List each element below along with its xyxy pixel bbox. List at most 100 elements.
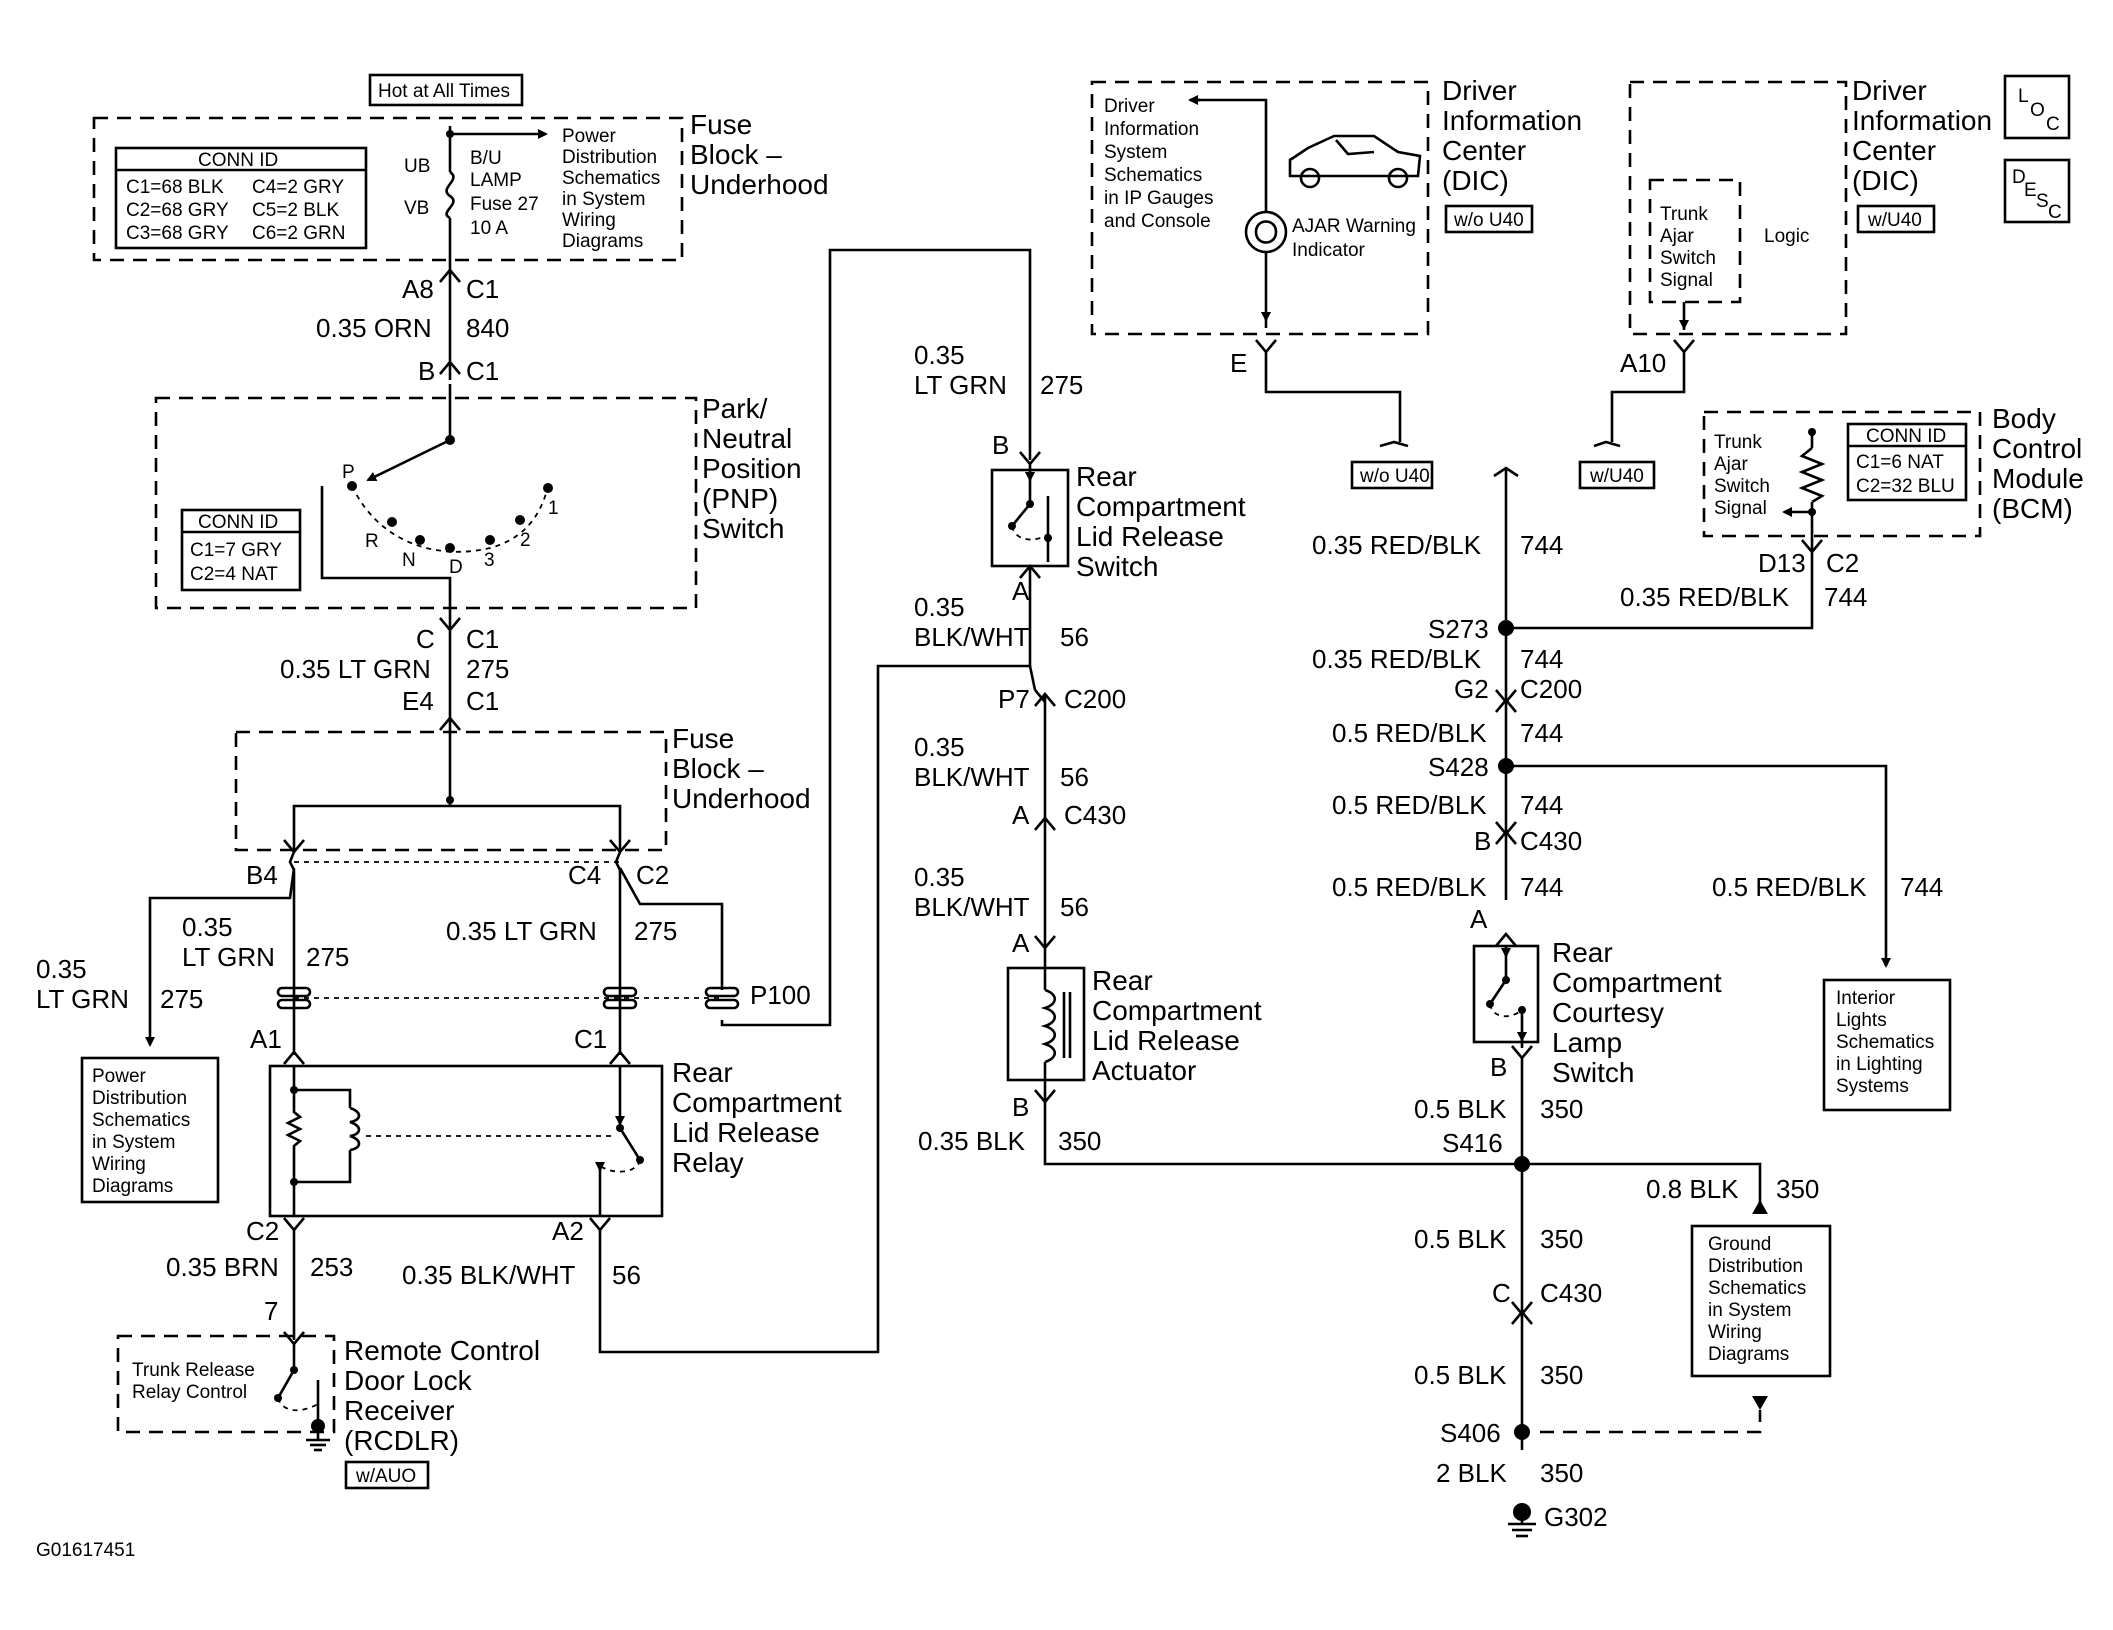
- car-trunk-ajar-icon: [1288, 134, 1422, 189]
- svg-text:Underhood: Underhood: [672, 783, 811, 814]
- svg-text:(RCDLR): (RCDLR): [344, 1425, 459, 1456]
- wire-gauge: BLK/WHT: [914, 892, 1030, 922]
- desc-badge[interactable]: D E S C: [2003, 158, 2071, 224]
- trunk-ajar-signal-dic: [1648, 178, 1742, 304]
- pin-label: B: [1490, 1052, 1507, 1082]
- badge-letter: E: [2024, 180, 2037, 201]
- rcdlr-module: [116, 1334, 336, 1434]
- wire-gauge: BLK/WHT: [914, 622, 1030, 652]
- svg-text:Rear: Rear: [1552, 937, 1613, 968]
- svg-text:Switch: Switch: [702, 513, 784, 544]
- wire-275-left-branch: [145, 851, 620, 1055]
- svg-text:in Lighting: in Lighting: [1836, 1054, 1923, 1075]
- svg-text:Ajar: Ajar: [1660, 226, 1694, 247]
- svg-text:Receiver: Receiver: [344, 1395, 454, 1426]
- svg-text:in IP Gauges: in IP Gauges: [1104, 188, 1214, 209]
- splice-label: S406: [1440, 1418, 1501, 1448]
- interior-lights-ref[interactable]: Interior Lights Schematics in Lighting S…: [1822, 978, 1952, 1112]
- circuit-number: 275: [1040, 370, 1083, 400]
- pnp-pos-d: D: [449, 557, 463, 578]
- circuit-number: 744: [1900, 872, 1943, 902]
- svg-text:Schematics: Schematics: [92, 1110, 190, 1131]
- svg-text:Park/: Park/: [702, 393, 768, 424]
- svg-text:Ajar: Ajar: [1714, 454, 1748, 475]
- option-auo-label: w/AUO: [355, 1466, 416, 1487]
- pin-d13: D13: [1758, 548, 1806, 578]
- pin-label: A8: [402, 274, 434, 304]
- pnp-switch: [154, 396, 698, 610]
- svg-text:Information: Information: [1852, 105, 1992, 136]
- svg-text:Systems: Systems: [1836, 1076, 1909, 1097]
- circuit-number: 744: [1520, 790, 1563, 820]
- svg-text:Fuse: Fuse: [690, 109, 752, 140]
- wire-350-ground-dist: [1522, 1162, 1762, 1210]
- bcm-inner: Trunk Ajar Switch Signal: [1714, 432, 1770, 519]
- fuse-block-mid-title: Fuse Block – Underhood: [672, 723, 811, 814]
- wire-gauge: 0.35 RED/BLK: [1312, 644, 1482, 674]
- power-distribution-ref-left[interactable]: Power Distribution Schematics in System …: [80, 1056, 220, 1204]
- wire-gauge: LT GRN: [36, 984, 129, 1014]
- wire-gauge: 0.35: [182, 912, 233, 942]
- circuit-number: 744: [1520, 530, 1563, 560]
- svg-text:Power: Power: [562, 126, 617, 147]
- wire-744-bcm: [1506, 552, 1814, 630]
- svg-text:Compartment: Compartment: [1076, 491, 1246, 522]
- svg-text:System: System: [1104, 142, 1167, 163]
- fuse-27-label: B/U LAMP Fuse 27 10 A: [470, 148, 539, 239]
- wire-gauge: 0.35 LT GRN: [280, 654, 431, 684]
- svg-text:Schematics: Schematics: [562, 168, 660, 189]
- circuit-number: 350: [1540, 1458, 1583, 1488]
- circuit-number: 275: [306, 942, 349, 972]
- conn-label: C430: [1540, 1278, 1602, 1308]
- courtesy-lamp-switch-title: Rear Compartment Courtesy Lamp Switch: [1552, 937, 1722, 1088]
- wire-gauge: 0.35 BRN: [166, 1252, 279, 1282]
- connector-c200-56: [1034, 689, 1056, 960]
- wire-gauge: 0.5 BLK: [1414, 1094, 1507, 1124]
- connector-p100: P100: [750, 980, 811, 1010]
- wire-gauge: 0.5 BLK: [1414, 1224, 1507, 1254]
- svg-text:Information: Information: [1442, 105, 1582, 136]
- dic-right-output: [1610, 302, 1695, 442]
- conn-label: C1: [466, 624, 499, 654]
- conn-c2-bcm: C2: [1826, 548, 1859, 578]
- conn-id-table-bcm: CONN ID C1=6 NAT C2=32 BLU: [1846, 422, 1968, 502]
- svg-text:Switch: Switch: [1714, 476, 1770, 497]
- svg-text:(DIC): (DIC): [1852, 165, 1919, 196]
- pnp-switch-title: Park/ Neutral Position (PNP) Switch: [702, 393, 802, 544]
- ground-distribution-ref[interactable]: Ground Distribution Schematics in System…: [1690, 1224, 1832, 1378]
- svg-text:Switch: Switch: [1552, 1057, 1634, 1088]
- pnp-pos-2: 2: [520, 530, 531, 551]
- ground-g302-symbol: [1508, 1503, 1536, 1538]
- diagram-id: G01617451: [36, 1540, 135, 1561]
- wire-gauge: 0.35 RED/BLK: [1620, 582, 1790, 612]
- svg-text:CONN ID: CONN ID: [198, 512, 278, 533]
- circuit-number: 56: [1060, 622, 1089, 652]
- dic-module-right: [1628, 80, 1848, 336]
- svg-text:C3=68 GRY: C3=68 GRY: [126, 223, 229, 244]
- power-distribution-ref-top[interactable]: Power Distribution Schematics in System …: [562, 126, 660, 252]
- bcm-module: [1702, 410, 1982, 538]
- wire-gauge: 0.35 BLK: [918, 1126, 1026, 1156]
- svg-text:C4=2 GRY: C4=2 GRY: [252, 177, 344, 198]
- svg-text:and Console: and Console: [1104, 211, 1211, 232]
- svg-text:Lid Release: Lid Release: [672, 1117, 820, 1148]
- svg-text:Trunk Release: Trunk Release: [132, 1360, 255, 1381]
- circuit-number: 350: [1058, 1126, 1101, 1156]
- svg-text:Center: Center: [1852, 135, 1936, 166]
- loc-badge[interactable]: L O C: [2003, 74, 2071, 140]
- circuit-number: 56: [1060, 762, 1089, 792]
- svg-text:Diagrams: Diagrams: [1708, 1344, 1789, 1365]
- pnp-pos-n: N: [402, 550, 416, 571]
- svg-text:Remote Control: Remote Control: [344, 1335, 540, 1366]
- svg-text:(BCM): (BCM): [1992, 493, 2073, 524]
- svg-text:Lid Release: Lid Release: [1076, 521, 1224, 552]
- relay-coil: [285, 1066, 612, 1216]
- wire-dic-left: [1264, 352, 1402, 442]
- svg-text:Lamp: Lamp: [1552, 1027, 1622, 1058]
- pnp-pos-3: 3: [484, 550, 495, 571]
- pin-e: E: [1230, 348, 1247, 378]
- dic-module-left: [1090, 80, 1430, 336]
- svg-text:Lid Release: Lid Release: [1092, 1025, 1240, 1056]
- pin-a1: A1: [250, 1024, 282, 1054]
